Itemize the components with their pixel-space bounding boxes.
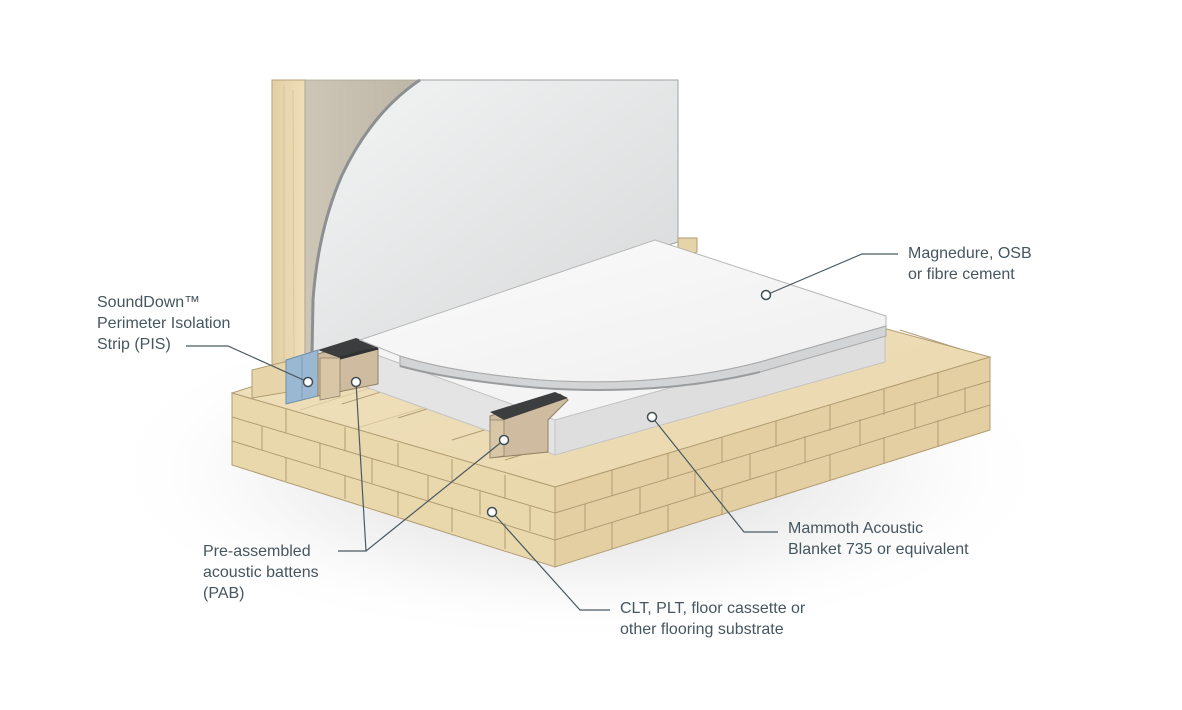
leader-pab <box>338 376 510 552</box>
label-acoustic-battens: Pre-assembled acoustic battens (PAB) <box>203 541 319 604</box>
label-perimeter-isolation-strip: SoundDown™ Perimeter Isolation Strip (PI… <box>97 292 230 355</box>
label-pab-line-3: (PAB) <box>203 585 245 602</box>
wall-stud <box>271 79 306 381</box>
label-floor-board: Magnedure, OSB or fibre cement <box>908 243 1032 285</box>
label-flooring-substrate: CLT, PLT, floor cassette or other floori… <box>620 598 805 640</box>
perimeter-isolation-strip <box>285 349 319 405</box>
label-acoustic-blanket: Mammoth Acoustic Blanket 735 or equivale… <box>788 518 969 560</box>
label-board-line-2: or fibre cement <box>908 266 1015 283</box>
leader-substrate <box>486 506 610 611</box>
label-pab-line-2: acoustic battens <box>203 564 319 581</box>
label-blanket-line-2: Blanket 735 or equivalent <box>788 541 969 558</box>
label-pis-line-2: Perimeter Isolation <box>97 315 231 332</box>
label-pis-line-3: Strip (PIS) <box>97 336 171 353</box>
label-substrate-line-2: other flooring substrate <box>620 621 784 638</box>
leader-blanket <box>646 411 778 533</box>
label-pis-line-1: SoundDown™ <box>97 294 201 311</box>
label-pab-line-1: Pre-assembled <box>203 543 311 560</box>
label-board-line-1: Magnedure, OSB <box>908 245 1032 262</box>
acoustic-batten-rear <box>317 338 379 401</box>
label-blanket-line-1: Mammoth Acoustic <box>788 520 924 537</box>
floor-board <box>358 239 887 391</box>
acoustic-batten-front <box>489 392 569 459</box>
leader-pis <box>186 345 314 388</box>
label-substrate-line-1: CLT, PLT, floor cassette or <box>620 600 806 617</box>
leader-board <box>760 253 898 301</box>
